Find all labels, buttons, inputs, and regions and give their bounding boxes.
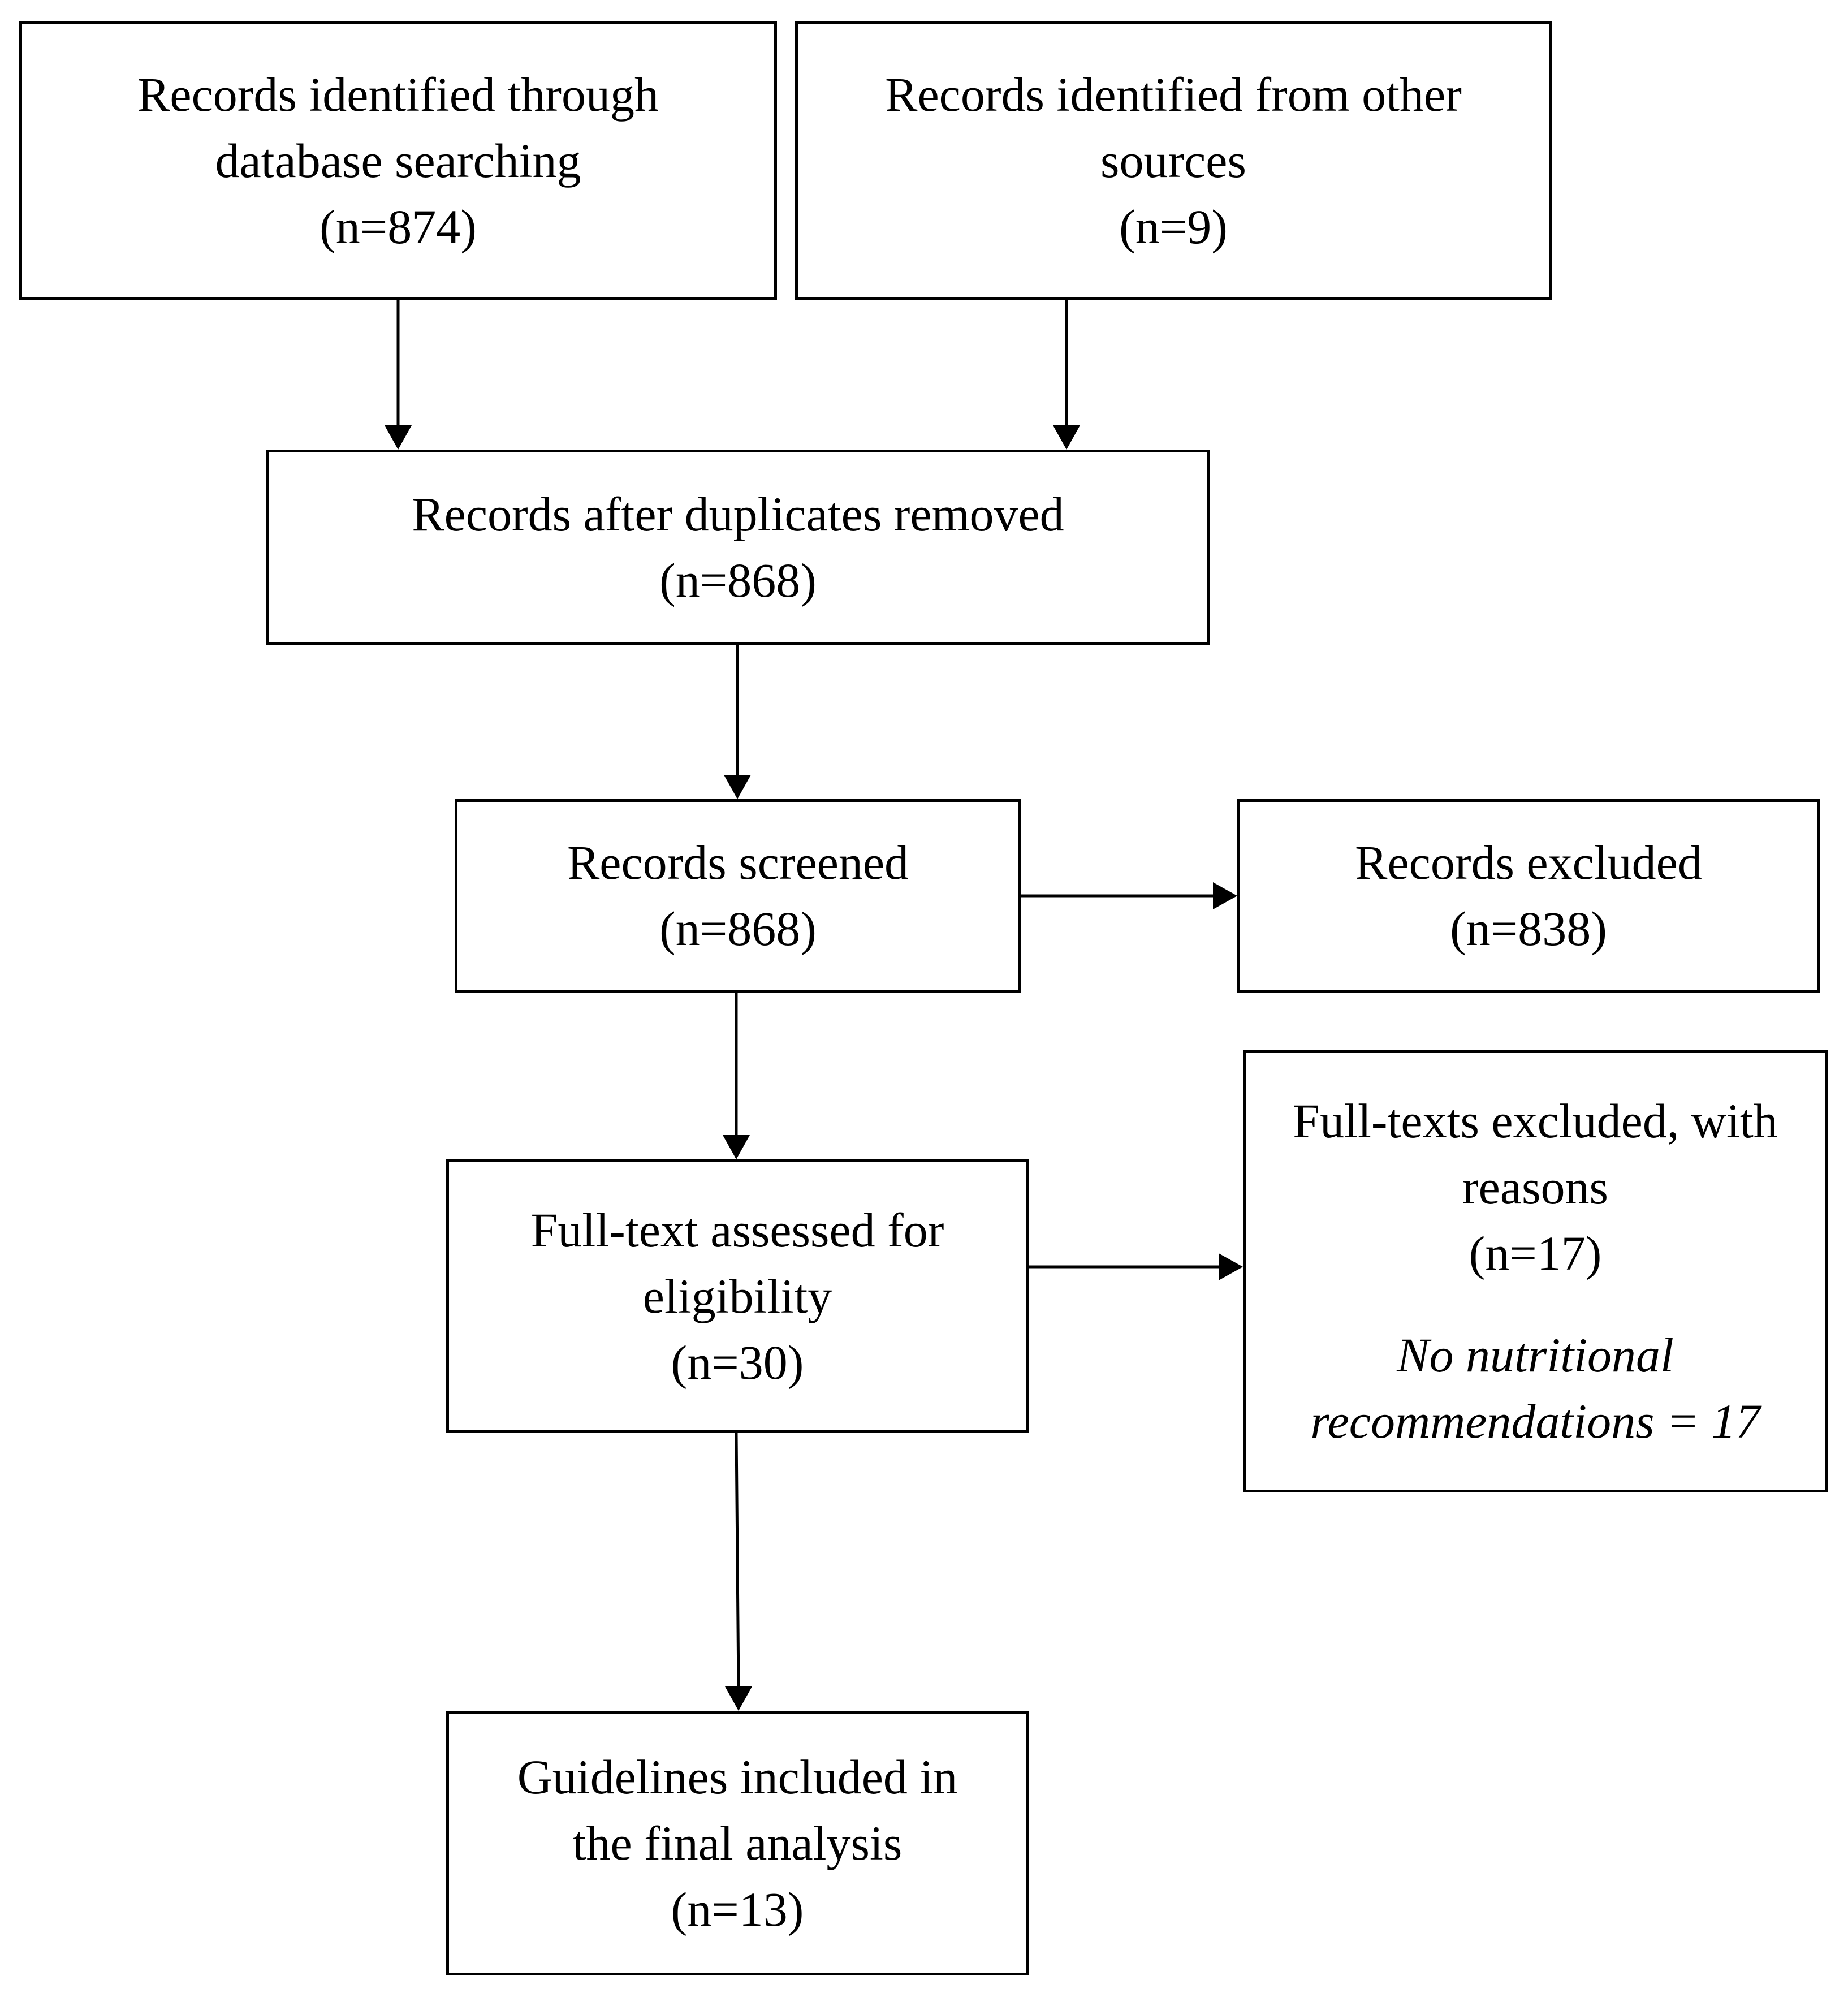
arrow-fulltext-to-excluded (1029, 1253, 1243, 1280)
box-count: (n=30) (671, 1335, 804, 1390)
exclusion-reason-line: recommendations = 17 (1310, 1394, 1760, 1448)
records-screened-box: Records screened (n=868) (455, 799, 1021, 993)
exclusion-reason-line: No nutritional (1397, 1328, 1674, 1382)
arrow-dedup-to-screened (724, 645, 751, 799)
box-count: (n=13) (671, 1882, 804, 1936)
box-count: (n=868) (659, 901, 817, 956)
records-excluded-box: Records excluded (n=838) (1237, 799, 1820, 993)
box-text-line: Records after duplicates removed (412, 487, 1064, 541)
box-text-line: reasons (1462, 1160, 1608, 1214)
records-after-duplicates-box: Records after duplicates removed (n=868) (266, 450, 1210, 645)
arrow-screened-to-fulltext (723, 993, 750, 1159)
records-identified-other-sources-box: Records identified from other sources (n… (795, 21, 1552, 300)
arrow-database-to-dedup (385, 300, 412, 450)
box-count: (n=9) (1119, 199, 1228, 254)
box-count: (n=838) (1450, 901, 1607, 956)
box-text-line: the final analysis (572, 1815, 903, 1870)
fulltexts-excluded-box: Full-texts excluded, with reasons (n=17)… (1243, 1050, 1828, 1492)
box-text-line: sources (1100, 133, 1246, 188)
box-count: (n=17) (1469, 1226, 1602, 1280)
records-identified-database-box: Records identified through database sear… (19, 21, 777, 300)
arrow-screened-to-excluded (1021, 882, 1237, 909)
box-text-line: eligibility (642, 1269, 832, 1323)
guidelines-included-box: Guidelines included in the final analysi… (446, 1711, 1029, 1975)
box-count: (n=874) (319, 199, 477, 254)
fulltext-assessed-box: Full-text assessed for eligibility (n=30… (446, 1159, 1029, 1433)
box-count: (n=868) (659, 553, 817, 607)
box-text-line: Guidelines included in (517, 1749, 958, 1804)
box-text-line: Records identified through (137, 67, 659, 122)
box-text-line: Full-texts excluded, with (1293, 1094, 1778, 1148)
box-text-line: Full-text assessed for (530, 1202, 944, 1257)
box-text-line: database searching (215, 133, 581, 188)
box-text-line: Records excluded (1355, 835, 1702, 890)
arrow-fulltext-to-included (725, 1433, 752, 1711)
box-text-line: Records identified from other (885, 67, 1462, 122)
box-text-line: Records screened (567, 835, 909, 890)
arrow-other-to-dedup (1053, 300, 1080, 450)
